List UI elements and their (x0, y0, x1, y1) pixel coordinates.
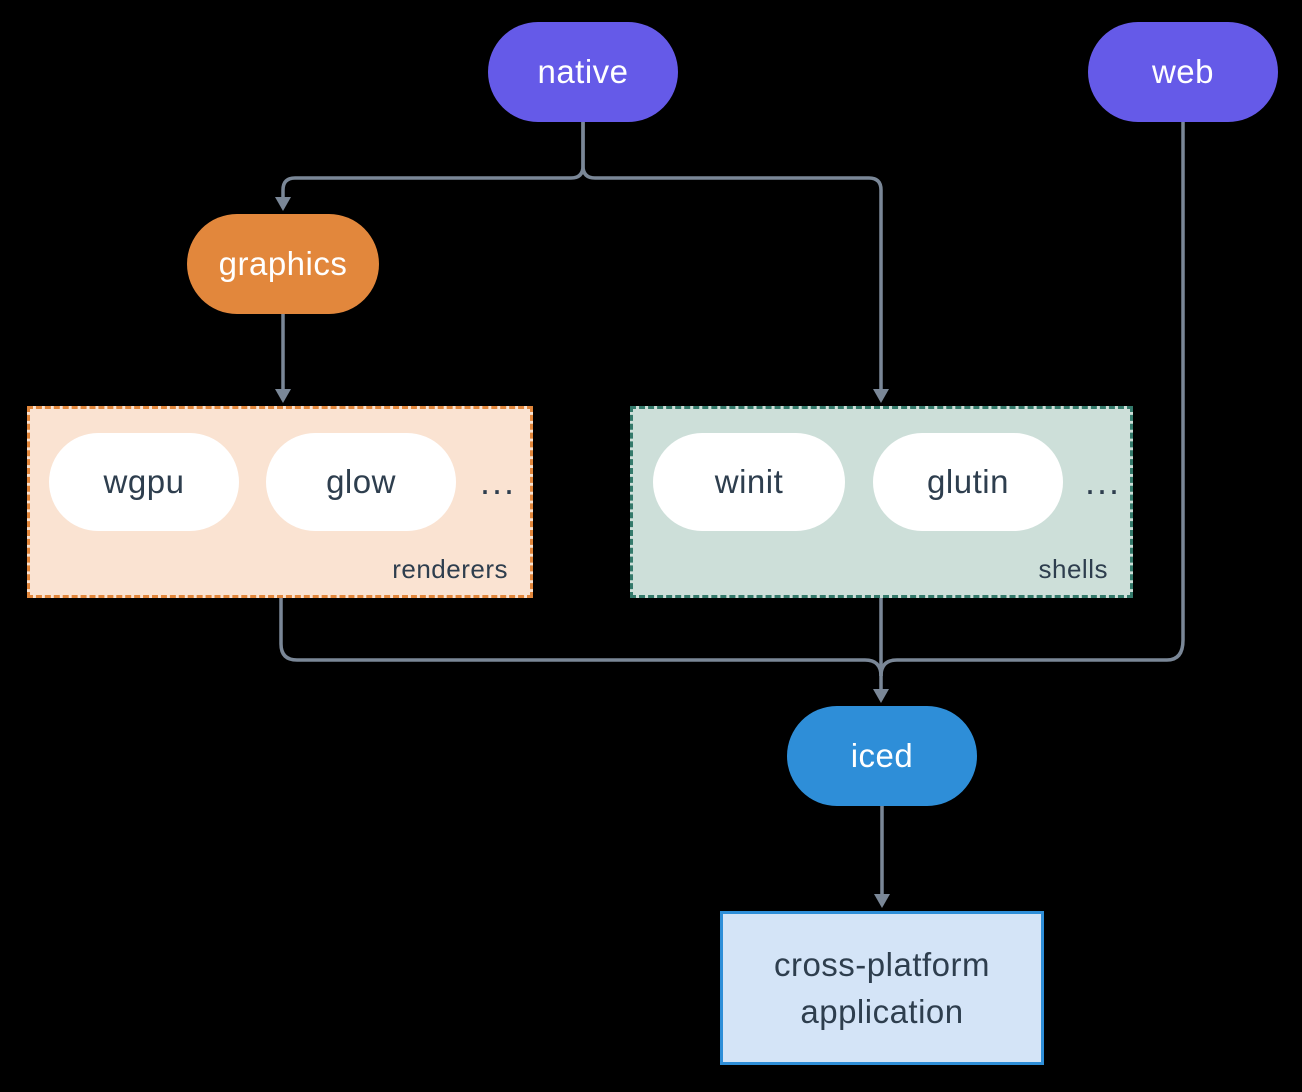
application-label-line2: application (800, 993, 964, 1030)
edge-native-graphics (281, 122, 585, 198)
node-native: native (488, 22, 678, 122)
renderers-ellipsis: ... (480, 461, 517, 502)
node-web: web (1088, 22, 1278, 122)
arrowhead-renderers (275, 389, 291, 403)
edge-renderers-iced (279, 598, 883, 677)
node-web-label: web (1151, 53, 1215, 90)
node-glutin-label: glutin (927, 463, 1009, 500)
shells-ellipsis: ... (1085, 461, 1122, 502)
node-cross-platform-application: cross-platform application (720, 911, 1044, 1065)
arrowhead-shells (873, 389, 889, 403)
node-wgpu: wgpu (49, 433, 239, 531)
group-shells: winit glutin ... shells (630, 406, 1133, 598)
arrowhead-graphics (275, 197, 291, 211)
node-native-label: native (537, 53, 629, 90)
arrowhead-application (874, 894, 890, 908)
node-graphics-label: graphics (218, 245, 348, 282)
application-label-line1: cross-platform (773, 946, 991, 983)
shells-group-label: shells (1038, 554, 1108, 584)
node-glow-label: glow (326, 463, 396, 500)
node-winit: winit (653, 433, 845, 531)
group-renderers: wgpu glow ... renderers (27, 406, 533, 598)
edge-native-shells (581, 122, 883, 390)
node-iced: iced (787, 706, 977, 806)
renderers-group-label: renderers (392, 554, 508, 584)
node-graphics: graphics (187, 214, 379, 314)
arrowhead-iced (873, 689, 889, 703)
node-wgpu-label: wgpu (103, 463, 185, 500)
node-winit-label: winit (714, 463, 784, 500)
node-glow: glow (266, 433, 456, 531)
node-glutin: glutin (873, 433, 1063, 531)
node-iced-label: iced (850, 737, 914, 774)
